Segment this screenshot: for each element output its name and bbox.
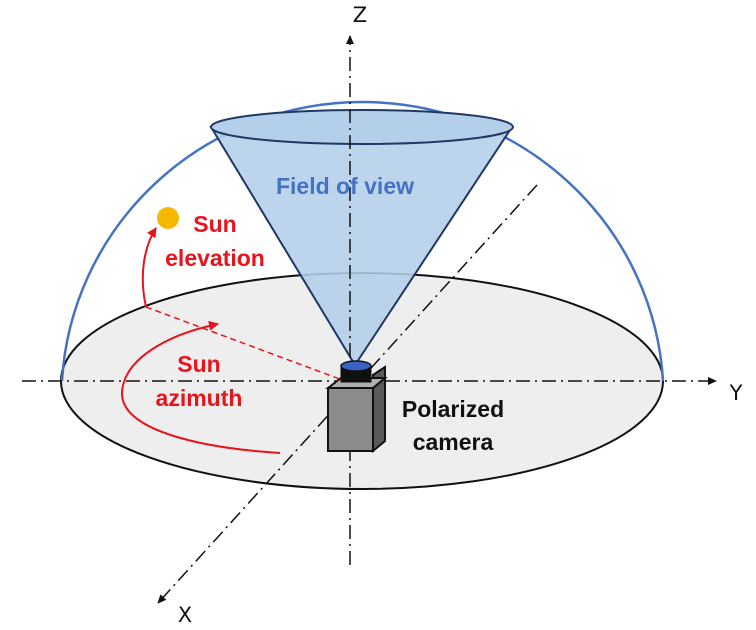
field-of-view-rim [210,109,514,145]
sun-elevation-label-line2: elevation [165,245,265,271]
sun-azimuth-label-line1: Sun [177,351,220,377]
camera-label-line2: camera [413,429,494,455]
sun-elevation-arrow [141,227,157,308]
x-axis-label: X [178,603,192,627]
x-axis [157,184,538,604]
sky-dome-outline [60,100,665,382]
sun-azimuth-arrow [120,320,281,454]
sun-elevation-label-line1: Sun [193,211,236,237]
polarized-camera-icon [325,360,388,454]
sun-azimuth-label-line2: azimuth [156,385,243,411]
sun-projection-line [145,306,346,382]
field-of-view-label: Field of view [276,173,414,199]
camera-label-line1: Polarized [402,396,504,422]
sun-icon [157,207,179,229]
y-axis-label: Y [729,381,743,405]
z-axis-label: Z [353,3,367,27]
